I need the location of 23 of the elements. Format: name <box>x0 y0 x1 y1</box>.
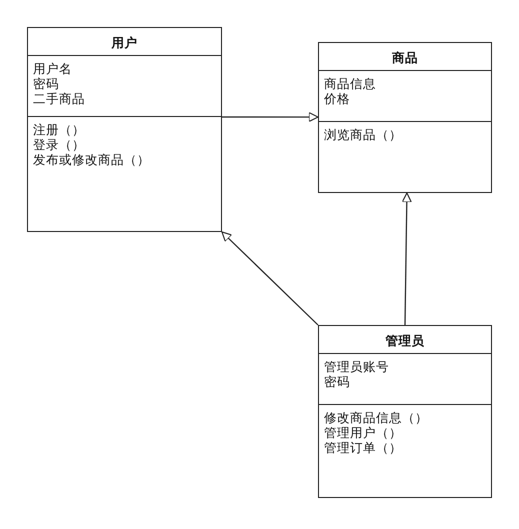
class-name: 用户 <box>112 34 138 51</box>
method-text: 发布或修改商品（） <box>33 152 150 166</box>
attribute-text: 用户名 <box>33 60 72 76</box>
method-text: 注册（） <box>33 122 85 136</box>
method-text: 管理订单（） <box>324 440 402 454</box>
method-text: 修改商品信息（） <box>324 410 428 424</box>
method-text: 登录（） <box>33 136 85 152</box>
class-box <box>27 27 222 232</box>
method-text: 浏览商品（） <box>324 126 402 142</box>
generalization-arrow <box>222 112 319 122</box>
attribute-text: 密码 <box>33 76 59 90</box>
generalization-arrow <box>402 192 412 325</box>
generalization-arrow <box>221 231 318 326</box>
class-name: 商品 <box>392 50 418 66</box>
attribute-text: 价格 <box>324 90 350 106</box>
class-name: 管理员 <box>386 332 424 349</box>
attribute-text: 商品信息 <box>324 76 376 90</box>
method-text: 管理用户（） <box>324 424 402 440</box>
class-box <box>318 42 492 193</box>
attribute-text: 密码 <box>324 374 350 388</box>
attribute-text: 管理员账号 <box>324 358 389 374</box>
attribute-text: 二手商品 <box>33 90 85 106</box>
class-box <box>318 325 492 498</box>
